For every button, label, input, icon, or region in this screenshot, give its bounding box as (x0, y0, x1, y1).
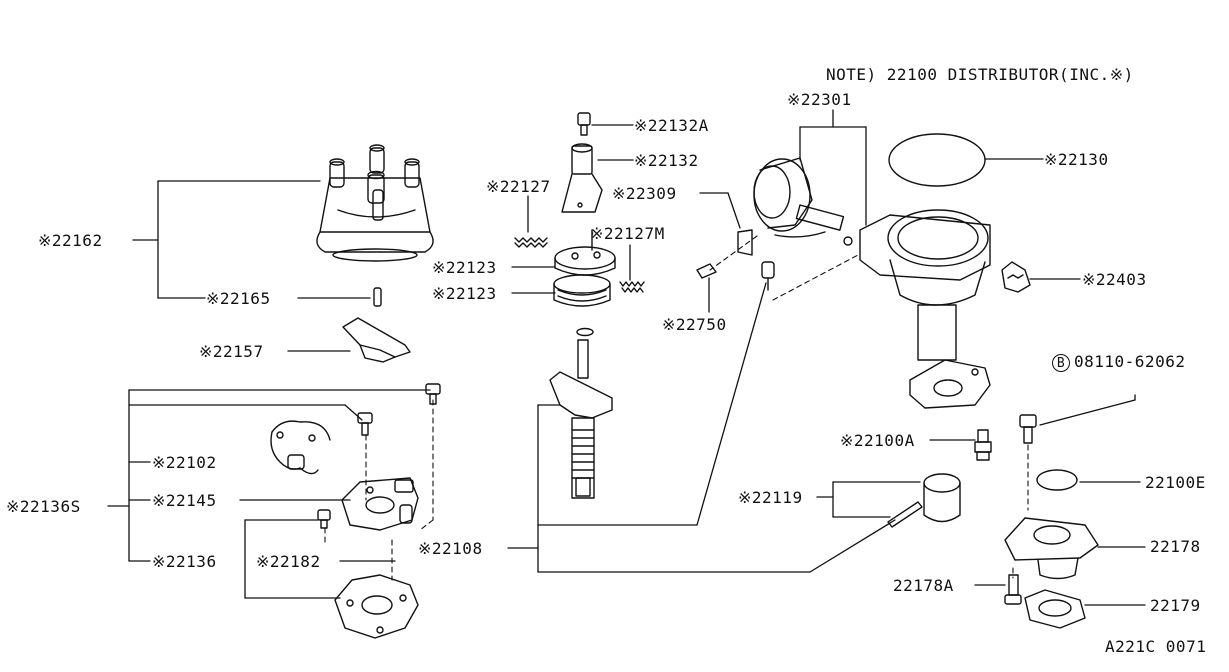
label-22145: ※22145 (152, 491, 217, 510)
rotor-part (342, 317, 411, 363)
label-22108: ※22108 (418, 539, 483, 558)
vacuum-controller (753, 157, 853, 246)
label-22182: ※22182 (256, 552, 321, 571)
washer (576, 327, 594, 337)
label-22403: ※22403 (1082, 270, 1147, 289)
label-22102: ※22102 (152, 453, 217, 472)
vacuum-screw (577, 112, 591, 136)
clip-22403 (1001, 261, 1031, 293)
oring-22130 (888, 133, 986, 187)
label-22132a: ※22132A (634, 116, 709, 135)
label-22119: ※22119 (738, 488, 803, 507)
label-22162: ※22162 (38, 231, 103, 250)
note-text: NOTE) 22100 DISTRIBUTOR(INC.※) (826, 65, 1134, 84)
label-22309: ※22309 (612, 184, 677, 203)
drawing-code: A221C 0071 (1105, 637, 1207, 656)
label-22100a: ※22100A (840, 431, 915, 450)
spring-22127 (514, 237, 548, 248)
pin-part (373, 287, 382, 307)
screw-22750 (696, 261, 775, 291)
plate-22182 (334, 574, 419, 639)
clip-22309 (737, 229, 753, 256)
label-22127m: ※22127M (590, 224, 665, 243)
oring-22100e (1036, 469, 1078, 491)
flange-22178 (1004, 517, 1099, 580)
bolt-08110 (1019, 414, 1037, 444)
spring-22127m (619, 281, 645, 293)
label-22157: ※22157 (199, 342, 264, 361)
label-08110-text: 08110-62062 (1074, 352, 1186, 371)
label-22165: ※22165 (206, 289, 271, 308)
bushing-22119 (887, 473, 961, 528)
label-22100e: 22100E (1145, 473, 1206, 492)
dashed-lines (324, 235, 1029, 581)
distributor-cap (316, 144, 434, 262)
label-22127: ※22127 (486, 177, 551, 196)
bolt-symbol: B (1052, 354, 1070, 372)
screw-22100a (974, 429, 992, 461)
label-22179: 22179 (1150, 596, 1201, 615)
label-22301: ※22301 (787, 90, 852, 109)
breaker-plate-22145 (341, 477, 419, 531)
label-22123-lower: ※22123 (432, 284, 497, 303)
label-22123-upper: ※22123 (432, 258, 497, 277)
governor-weight-lower (553, 274, 611, 307)
label-22178a: 22178A (893, 576, 954, 595)
label-22136s: ※22136S (6, 497, 81, 516)
distributor-housing (859, 209, 991, 409)
pickup-coil-22102 (270, 420, 331, 475)
label-22130: ※22130 (1044, 150, 1109, 169)
bolt-22178a (1004, 574, 1022, 605)
advance-arm (561, 143, 603, 213)
screw-22136 (317, 383, 441, 529)
label-22750: ※22750 (662, 315, 727, 334)
label-22178: 22178 (1150, 537, 1201, 556)
leader-lines (107, 109, 1146, 606)
label-22132: ※22132 (634, 151, 699, 170)
distributor-shaft (549, 339, 613, 499)
label-22136: ※22136 (152, 552, 217, 571)
gasket-22179 (1024, 589, 1086, 629)
